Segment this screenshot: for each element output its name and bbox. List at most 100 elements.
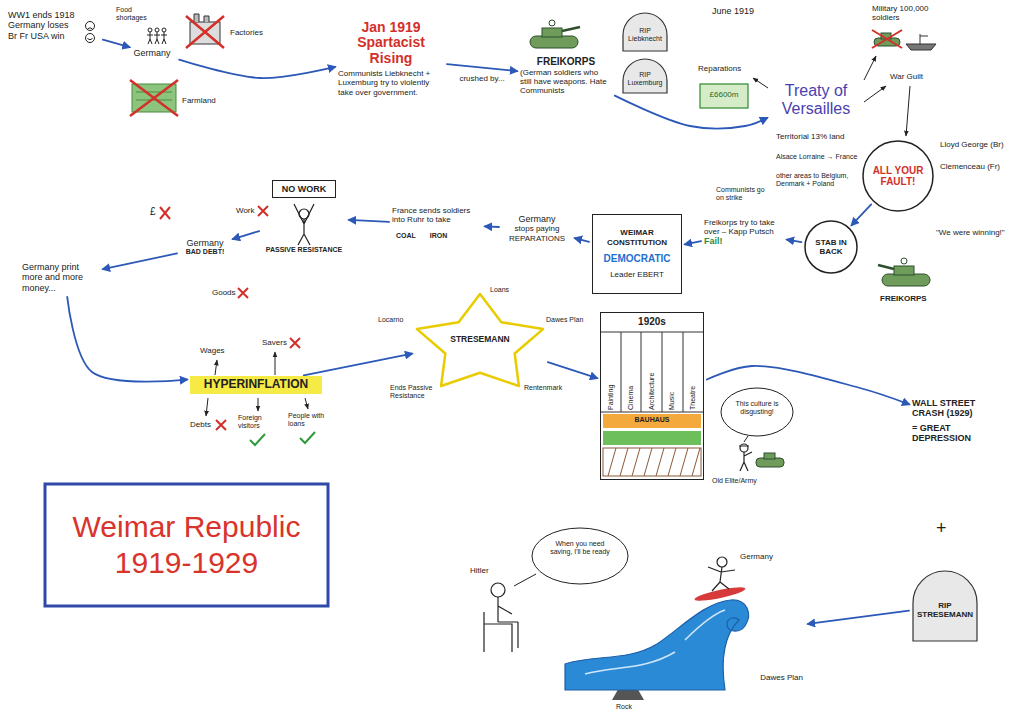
node-text: DEMOCRATIC xyxy=(598,253,676,265)
node-text: WW1 ends 1918 xyxy=(8,10,100,20)
tombstone-outline xyxy=(623,13,667,51)
note-label: June 1919 xyxy=(712,6,772,16)
title-frame xyxy=(45,484,328,606)
flow-arrow xyxy=(787,240,801,242)
node-text: RIP STRESEMANN xyxy=(914,593,976,619)
flow-arrow xyxy=(685,241,701,244)
speech-bubble xyxy=(532,528,628,584)
note-label: War Guilt xyxy=(890,72,940,81)
face-icon xyxy=(86,22,95,43)
node-text: HYPERINFLATION xyxy=(190,376,322,394)
stick-figure xyxy=(708,567,735,591)
country-note: GermanyBAD DEBT! xyxy=(180,238,230,257)
table-cell: Architecture xyxy=(648,338,656,410)
node-text: IRON xyxy=(430,232,448,240)
flow-arrow xyxy=(447,64,517,71)
face-icon xyxy=(88,28,93,29)
note-label: Alsace Lorraine → France xyxy=(776,153,858,161)
tank-icon xyxy=(756,453,784,467)
table-grid xyxy=(601,332,703,412)
tank-icon xyxy=(872,30,902,48)
node-text: stops paying REPARATIONS xyxy=(502,224,572,242)
speech-bubble xyxy=(514,574,536,586)
protest-sign: NO WORKPASSIVE RESISTANCE xyxy=(262,180,346,255)
note-label: Territorial 13% land xyxy=(776,132,858,141)
culture-band xyxy=(603,414,701,428)
node-text: Germany loses xyxy=(8,20,100,30)
node-text: Jan 1919 Spartacist Rising xyxy=(338,20,444,66)
node-text: Germany xyxy=(502,214,572,224)
quote-text: "We were winning!" xyxy=(936,228,1016,237)
note-label: Debts xyxy=(190,420,216,429)
tombstone: RIP Luxemburg xyxy=(622,58,668,94)
node-text: Leader EBERT xyxy=(598,270,676,279)
node-text: 1920s xyxy=(601,313,703,328)
event-note: Germanystops paying REPARATIONS xyxy=(502,214,572,243)
plus-sign: + xyxy=(936,518,956,539)
tick-mark xyxy=(250,432,315,445)
event-note: WW1 ends 1918Germany losesBr Fr USA win xyxy=(8,10,100,42)
constitution-box: WEIMAR CONSTITUTIONDEMOCRATICLeader EBER… xyxy=(592,214,682,294)
flow-arrow xyxy=(485,226,499,228)
treaty-heading: Treaty of Versailles xyxy=(770,82,862,118)
speech-circle: ALL YOUR FAULT! xyxy=(862,140,934,212)
flow-arrow xyxy=(808,611,909,624)
tank-icon xyxy=(878,265,894,269)
crowd-figure xyxy=(155,28,159,32)
node-text: Treaty of Versailles xyxy=(770,82,862,117)
flow-arrow xyxy=(548,362,597,378)
face-icon xyxy=(86,34,95,43)
table-cell: BAUHAUS xyxy=(604,416,700,424)
node-text: STAB IN BACK xyxy=(804,238,858,256)
stick-figure xyxy=(708,557,735,591)
wave-foam xyxy=(585,610,725,674)
crowd-figure xyxy=(154,32,160,44)
flow-arrow xyxy=(233,231,259,239)
node-text: RIP Liebknecht xyxy=(624,21,666,43)
node-text: ALL YOUR FAULT! xyxy=(862,165,934,188)
leader-line xyxy=(258,398,259,411)
node-text: STRESEMANN xyxy=(415,335,545,345)
culture-band xyxy=(603,414,701,476)
tank-icon xyxy=(872,30,902,48)
flow-arrow xyxy=(179,60,335,78)
wave-shape: Dawes Plan xyxy=(565,590,805,690)
stick-figure xyxy=(491,583,505,597)
crowd-figure xyxy=(161,32,167,44)
node-text: France sends soldiers into Ruhr to take xyxy=(392,206,482,224)
flow-arrow xyxy=(852,204,872,225)
crowd-figure xyxy=(148,28,152,32)
group-note: FREIKORPS(German soldiers who still have… xyxy=(520,56,612,96)
table-grid xyxy=(601,332,703,412)
culture-band xyxy=(603,448,701,476)
tombstone-outline xyxy=(913,571,977,641)
tank-icon xyxy=(882,274,930,286)
note-label: FREIKORPS xyxy=(880,294,940,303)
stick-figure xyxy=(717,557,727,567)
farmland-icon xyxy=(130,80,178,116)
note-label: Reparations xyxy=(698,64,754,73)
cross-mark xyxy=(160,207,170,219)
tombstone: RIP STRESEMANN xyxy=(912,570,978,642)
ship-icon xyxy=(920,34,928,44)
flow-arrow xyxy=(103,253,177,269)
node-text: PASSIVE RESISTANCE xyxy=(262,246,346,254)
node-text: Br Fr USA win xyxy=(8,31,100,41)
event-note: France sends soldiers into Ruhr to takeC… xyxy=(392,206,482,243)
node-text: = GREAT DEPRESSION xyxy=(912,423,1007,444)
factory-icon xyxy=(186,16,224,48)
speech-text: When you need saving, I'll be ready xyxy=(548,540,612,556)
banknote-icon xyxy=(700,84,748,108)
cross-mark xyxy=(290,338,300,348)
speech-bubble xyxy=(744,436,748,442)
note-label: Lloyd George (Br) xyxy=(940,140,1016,149)
leader-line xyxy=(206,398,208,416)
tank-icon xyxy=(530,36,578,48)
factory-icon xyxy=(186,14,224,48)
leader-line xyxy=(753,56,910,136)
node-text: Dawes Plan xyxy=(565,673,805,682)
speech-bubble xyxy=(514,528,628,586)
node-text: Germany print more and more money... xyxy=(22,262,100,293)
note-label: Foreign visitors xyxy=(238,414,282,430)
stick-figure xyxy=(740,444,748,452)
